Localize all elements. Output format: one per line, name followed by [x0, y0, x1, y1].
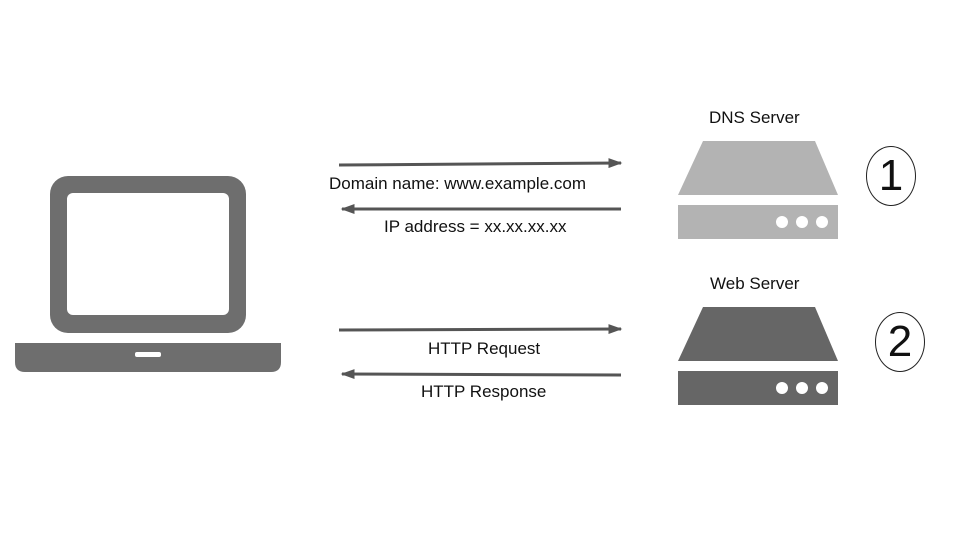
dns-request-label: Domain name: www.example.com [329, 174, 586, 193]
web-server-icon [678, 307, 838, 405]
dns-request-arrow [338, 158, 623, 169]
http-response-label: HTTP Response [421, 382, 547, 401]
dns-server-icon [678, 141, 838, 239]
laptop-icon [15, 176, 281, 372]
dns-response-label: IP address = xx.xx.xx.xx [384, 217, 567, 236]
http-response-arrow [340, 369, 622, 380]
step-2-badge: 2 [875, 312, 925, 372]
web-server-label: Web Server [710, 274, 800, 293]
http-request-label: HTTP Request [428, 339, 541, 358]
http-request-arrow [338, 324, 623, 335]
dns-server-label: DNS Server [709, 108, 800, 127]
step-1-badge: 1 [866, 146, 916, 206]
